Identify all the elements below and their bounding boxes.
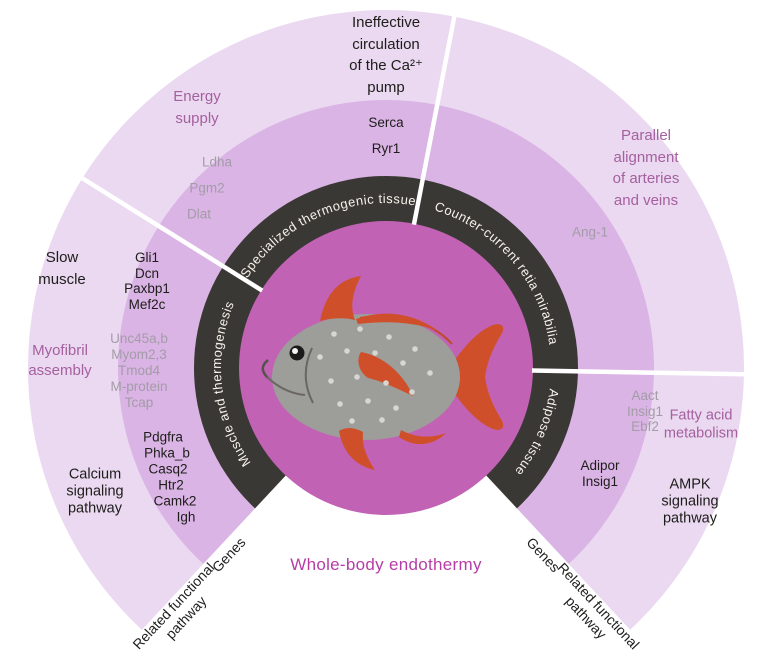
pathway-label-ampk-signaling: AMPK signaling pathway — [661, 476, 719, 527]
gene-htr2: Htr2 — [158, 477, 184, 493]
pectoral-fin — [358, 352, 413, 396]
chin-line — [266, 376, 306, 396]
divider-right — [531, 368, 758, 377]
fish-mouth — [261, 359, 269, 379]
gene-camk2: Camk2 — [153, 493, 197, 509]
anal-fin — [399, 430, 446, 445]
figure-title-whole-body-endothermy: Whole-body endothermy — [290, 555, 482, 574]
pathway-label-myofibril-assembly: Myofibril assembly — [28, 342, 92, 379]
gene-group-aact-insig1-ebf2: Aact Insig1 Ebf2 — [626, 387, 664, 434]
fish-spots — [317, 326, 433, 424]
gene-group-unc45-myom-tmod4: Unc45a,b Myom2,3 Tmod4 M-protein Tcap — [110, 331, 168, 410]
opah-fish-illustration — [261, 276, 504, 470]
gene-dlat: Dlat — [186, 206, 212, 222]
dorsal-fin — [320, 276, 361, 321]
fish-tail-fin — [444, 324, 504, 430]
pathway-label-slow-muscle: Slow muscle — [38, 249, 86, 288]
gill-line — [304, 347, 314, 404]
pathway-label-fatty-acid-metabolism: Fatty acid metabolism — [663, 407, 739, 442]
gene-igh: Igh — [176, 509, 196, 525]
gene-ldha: Ldha — [201, 154, 233, 170]
gene-pgm2: Pgm2 — [189, 180, 225, 196]
gene-group-serca-ryr1: Serca Ryr1 — [368, 115, 404, 156]
gene-phka-b: Phka_b — [144, 445, 190, 461]
divider-left — [69, 168, 264, 293]
pathway-label-energy-supply: Energy supply — [173, 88, 221, 127]
pathway-label-calcium-signaling: Calcium signaling pathway — [66, 466, 124, 517]
gene-group-gli1-dcn-paxbp1-mef2c: Gli1 Dcn Paxbp1 Mef2c — [124, 250, 170, 312]
divider-top — [411, 4, 459, 226]
pathway-label-parallel-alignment: Parallel alignment of arteries and veins — [612, 127, 680, 209]
dorsal-ridge-fin — [356, 313, 438, 331]
gene-pdgfra: Pdgfra — [143, 429, 183, 445]
fish-eye — [289, 345, 305, 361]
pathway-label-ineffective-ca-pump: Ineffective circulation of the Ca²⁺ pump — [349, 14, 423, 96]
fish-body — [272, 314, 460, 440]
gene-ang-1: Ang-1 — [571, 224, 609, 240]
pelvic-fin — [339, 428, 375, 470]
gene-group-adipor-insig1: Adipor Insig1 — [580, 458, 620, 489]
gene-casq2: Casq2 — [148, 461, 188, 477]
